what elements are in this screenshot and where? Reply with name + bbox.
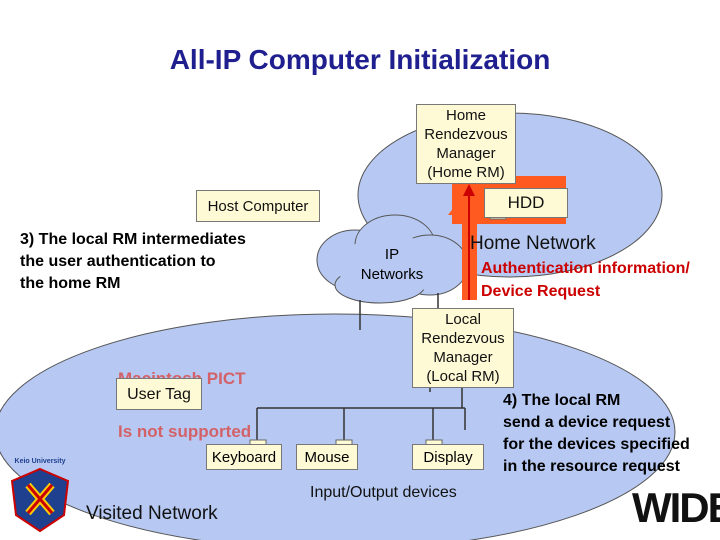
- home-rm-box: Home Rendezvous Manager (Home RM): [416, 104, 516, 184]
- university-name: Keio University: [14, 458, 66, 465]
- ip-networks-line: Networks: [360, 266, 424, 283]
- local-rm-line: Rendezvous: [421, 330, 505, 347]
- io-devices-label: Input/Output devices: [310, 484, 457, 501]
- home-rm-line: Rendezvous: [424, 126, 508, 143]
- step4-line: send a device request: [503, 414, 671, 431]
- step4-line: for the devices specified: [503, 436, 690, 453]
- keio-university-logo: Keio University: [6, 458, 74, 538]
- auth-note: Authentication information/ Device Reque…: [481, 257, 690, 303]
- mac-pict-line: Is not supported: [118, 422, 252, 441]
- keyboard-device: Keyboard: [206, 444, 282, 470]
- step4-line: in the resource request: [503, 458, 680, 475]
- step3-line: the home RM: [20, 275, 121, 292]
- local-rm-line: (Local RM): [426, 368, 500, 385]
- local-rm-box: Local Rendezvous Manager (Local RM): [412, 308, 514, 388]
- keio-crest-icon: [10, 467, 70, 533]
- wide-logo: WIDE: [632, 484, 720, 531]
- home-rm-line: Manager: [436, 145, 496, 162]
- host-computer-box: Host Computer: [196, 190, 320, 222]
- local-rm-line: Manager: [433, 349, 493, 366]
- step4-line: 4) The local RM: [503, 392, 621, 409]
- page-title: All-IP Computer Initialization: [169, 44, 551, 75]
- home-rm-line: (Home RM): [427, 164, 505, 181]
- home-rm-line: Home: [445, 107, 486, 124]
- step3-line: 3) The local RM intermediates: [20, 231, 246, 248]
- step3-note: 3) The local RM intermediates the user a…: [20, 229, 246, 295]
- user-tag-box: User Tag: [116, 378, 202, 410]
- auth-line: Authentication information/: [481, 260, 690, 277]
- display-device: Display: [412, 444, 484, 470]
- home-network-label: Home Network: [470, 233, 596, 254]
- mouse-device: Mouse: [296, 444, 358, 470]
- connection-lines: [256, 293, 466, 445]
- step4-note: 4) The local RM send a device request fo…: [503, 390, 690, 478]
- visited-network-label: Visited Network: [86, 503, 218, 524]
- auth-line: Device Request: [481, 283, 601, 300]
- ip-networks-label: IP Networks: [350, 245, 434, 285]
- local-rm-line: Local: [445, 311, 481, 328]
- hdd-box: HDD: [484, 188, 568, 218]
- ip-networks-cloud: [316, 214, 469, 304]
- ip-networks-line: IP: [384, 246, 400, 263]
- step3-line: the user authentication to: [20, 253, 216, 270]
